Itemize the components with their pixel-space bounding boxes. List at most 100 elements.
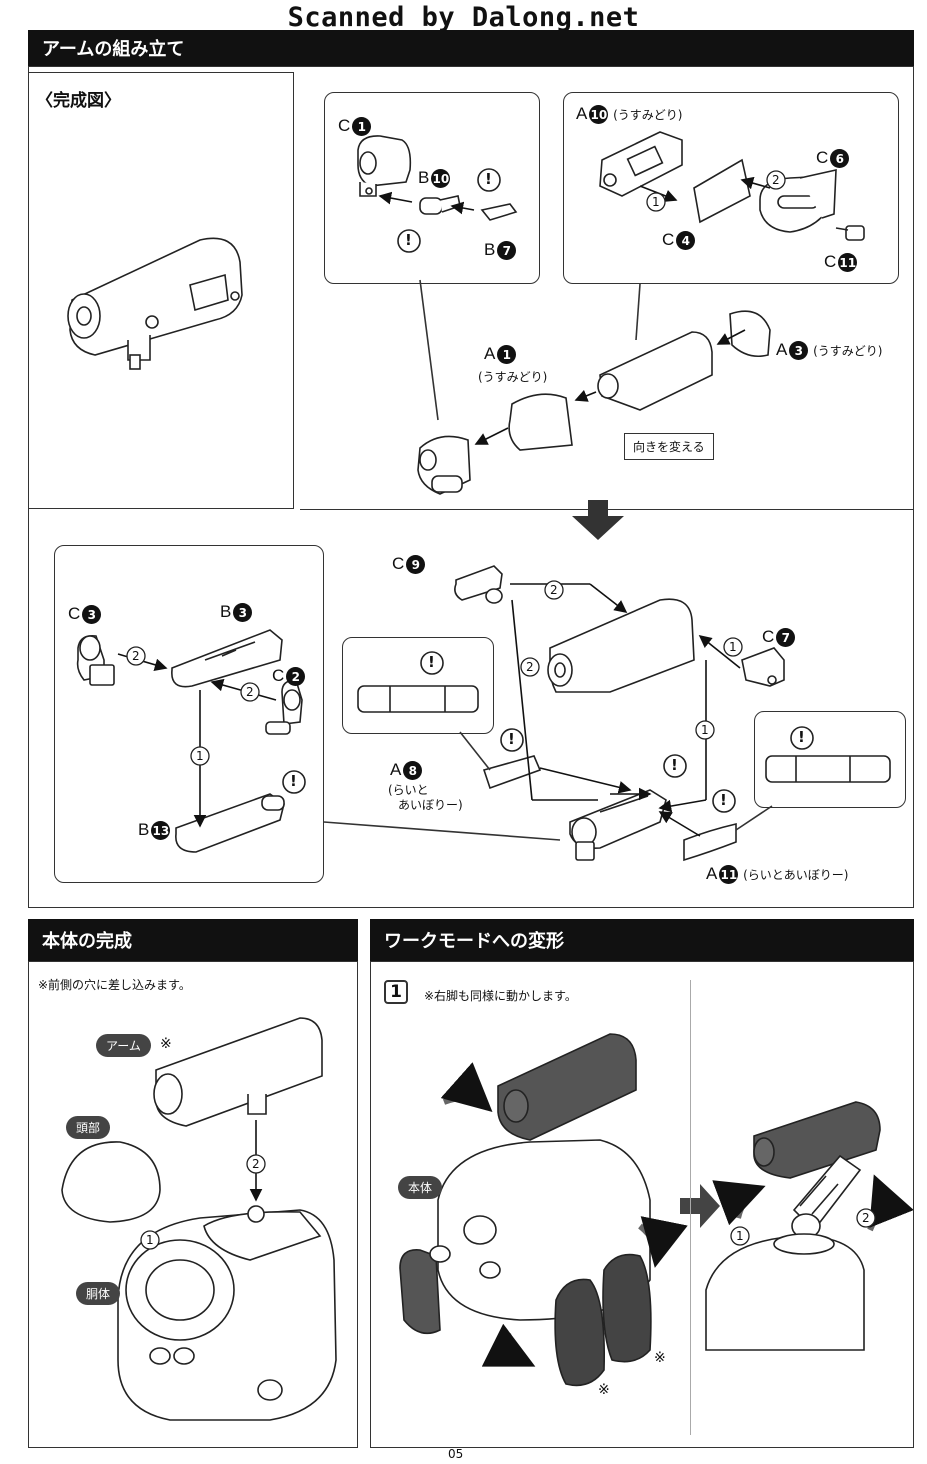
body-robot-drawing [61, 1017, 337, 1421]
warning-icon: ! [508, 730, 515, 748]
part-note-a1: (うすみどり) [478, 370, 548, 384]
part-number-badge: 6 [830, 149, 850, 169]
reference-mark: ※ [598, 1382, 610, 1398]
section-title-body: 本体の完成 [28, 919, 358, 961]
section-title-workmode: ワークモードへの変形 [370, 919, 914, 961]
lower-right-parts-drawing [454, 565, 785, 862]
box1-parts-drawing [357, 135, 518, 221]
label-arm: アーム [96, 1034, 151, 1057]
watermark-text: Scanned by Dalong.net [287, 2, 640, 33]
box2-parts-drawing [599, 131, 865, 241]
part-number-badge: 11 [719, 865, 739, 885]
step-num: 1 [196, 749, 204, 763]
change-direction-note: 向きを変える [624, 433, 714, 460]
callout-box-right [754, 711, 906, 808]
callout-inner-drawing [323, 279, 891, 841]
work-robot-left-drawing [399, 1033, 688, 1387]
warning-icon: ! [798, 728, 805, 746]
subassembly-box-3 [54, 545, 324, 883]
part-number-badge: 4 [676, 231, 696, 251]
warning-icon: ! [290, 772, 297, 790]
down-arrow-shape [572, 500, 624, 540]
body-section-frame [28, 961, 358, 1448]
step-num: 2 [252, 1157, 260, 1171]
part-number-badge: 7 [497, 241, 517, 261]
part-note-a8-line2: あいぼりー) [398, 798, 463, 812]
completed-view-panel [28, 72, 294, 509]
step-num: 1 [736, 1229, 744, 1243]
reference-mark: ※ [654, 1350, 666, 1366]
body-note: ※前側の穴に差し込みます。 [38, 978, 191, 992]
step-num: 1 [146, 1233, 154, 1247]
warning-icon: ! [720, 791, 727, 809]
part-number-badge: 1 [497, 345, 517, 365]
part-number-badge: 9 [406, 555, 426, 575]
step-num: 1 [729, 640, 737, 654]
section-title-body-text: 本体の完成 [42, 931, 132, 952]
work-robot-right-drawing [705, 1101, 914, 1351]
arm-body-assembly-drawing [417, 310, 771, 495]
warning-icon: ! [485, 170, 492, 188]
step-number-box: 1 [384, 980, 408, 1004]
part-number-badge: 10 [431, 169, 451, 189]
warning-icon: ! [671, 756, 678, 774]
step-num: 2 [132, 649, 140, 663]
warning-icon: ! [405, 231, 412, 249]
part-number-badge: 3 [233, 603, 253, 623]
reference-mark: ※ [160, 1036, 172, 1052]
part-note-a8-line1: (らいと [388, 783, 429, 797]
part-number-badge: 8 [403, 761, 423, 781]
part-number-badge: 3 [82, 605, 102, 625]
part-number-badge: 11 [838, 253, 858, 273]
step-num: 2 [772, 173, 780, 187]
part-number-badge: 10 [589, 105, 609, 125]
step-num: 2 [862, 1211, 870, 1225]
step-num: 1 [701, 723, 709, 737]
label-head: 頭部 [66, 1116, 111, 1139]
step-num: 2 [246, 685, 254, 699]
part-number-badge: 7 [776, 628, 796, 648]
subassembly-box-1 [324, 92, 540, 284]
completed-view-label: 〈完成図〉 [36, 91, 121, 111]
box3-parts-drawing [76, 629, 303, 853]
completed-arm-drawing [67, 237, 243, 370]
section-title-arm-text: アームの組み立て [42, 39, 185, 60]
workmode-note: ※右脚も同様に動かします。 [424, 989, 577, 1003]
step-num: 2 [526, 660, 534, 674]
step-markers [126, 170, 876, 1250]
warning-markers [282, 168, 814, 813]
workmode-section-frame [370, 961, 914, 1448]
part-number-badge: 3 [789, 341, 809, 361]
page-number: 05 [448, 1447, 464, 1461]
label-torso: 胴体 [76, 1282, 121, 1305]
part-number-badge: 2 [286, 667, 306, 687]
section-title-workmode-text: ワークモードへの変形 [384, 931, 564, 952]
step-num: 1 [652, 195, 660, 209]
section-title-arm: アームの組み立て [28, 30, 914, 66]
part-number-badge: 1 [352, 117, 372, 137]
step-num: 2 [550, 583, 558, 597]
right-arrow-shape [680, 1184, 720, 1228]
subassembly-box-2 [563, 92, 899, 284]
part-number-badge: 13 [151, 821, 171, 841]
workmode-divider [690, 980, 691, 1435]
warning-icon: ! [428, 653, 435, 671]
